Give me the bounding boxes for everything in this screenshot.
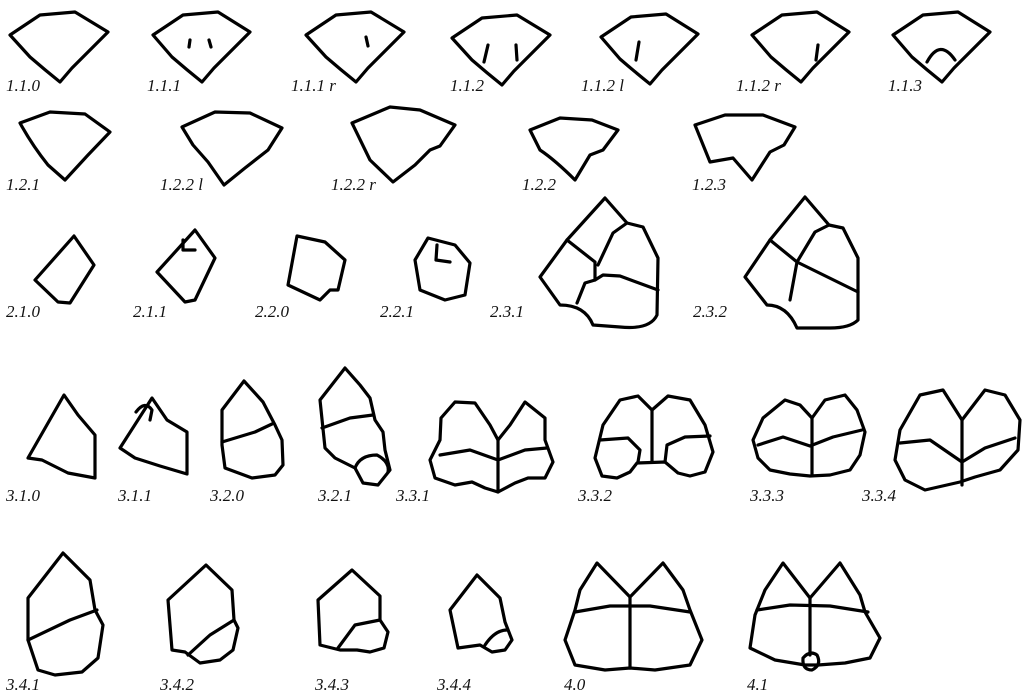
shape-3-2-1 [320,368,390,485]
label-2-3-2: 2.3.2 [693,302,728,321]
label-1-1-2l: 1.1.2 l [581,76,624,95]
label-2-3-1: 2.3.1 [490,302,524,321]
shape-2-2-0 [288,236,345,300]
shape-3-4-2 [168,565,238,663]
shape-3-3-4 [895,390,1020,490]
shape-3-1-1 [120,398,187,474]
label-2-1-0: 2.1.0 [6,302,41,321]
shape-3-4-4 [450,575,512,652]
shape-1-2-2r [352,107,455,182]
shape-1-1-2l [601,14,698,84]
label-1-1-2: 1.1.2 [450,76,485,95]
shape-1-1-1r [306,12,404,82]
label-1-1-2r: 1.1.2 r [736,76,781,95]
label-3-4-1: 3.4.1 [5,675,40,694]
shape-2-2-1 [415,238,470,300]
label-1-1-1r: 1.1.1 r [291,76,336,95]
label-3-1-1: 3.1.1 [117,486,152,505]
label-1-2-1: 1.2.1 [6,175,40,194]
label-3-3-1: 3.3.1 [395,486,430,505]
label-4-0: 4.0 [564,675,586,694]
label-3-3-2: 3.3.2 [577,486,613,505]
label-1-1-1: 1.1.1 [147,76,181,95]
label-3-4-2: 3.4.2 [159,675,195,694]
shape-1-2-3 [695,115,795,180]
shape-3-3-1 [430,402,553,492]
label-3-4-4: 3.4.4 [436,675,472,694]
shape-1-1-0 [10,12,108,82]
shape-1-1-2 [452,15,550,85]
label-1-2-2: 1.2.2 [522,175,557,194]
label-3-3-4: 3.3.4 [861,486,897,505]
label-2-1-1: 2.1.1 [133,302,167,321]
shape-3-4-3 [318,570,388,652]
label-3-2-0: 3.2.0 [209,486,245,505]
shape-1-2-2 [530,118,618,180]
label-3-4-3: 3.4.3 [314,675,349,694]
label-3-3-3: 3.3.3 [749,486,784,505]
shape-3-4-1 [28,553,103,675]
shape-3-1-0 [28,395,95,478]
shape-2-1-1 [157,230,215,302]
label-1-1-0: 1.1.0 [6,76,41,95]
label-1-2-3: 1.2.3 [692,175,726,194]
shape-1-1-1 [153,12,250,82]
label-1-2-2l: 1.2.2 l [160,175,203,194]
label-4-1: 4.1 [747,675,768,694]
shape-4-1 [750,563,880,670]
label-1-1-3: 1.1.3 [888,76,922,95]
shape-2-3-2 [745,197,858,328]
shape-3-2-0 [222,381,283,478]
shape-2-1-0 [35,236,94,303]
label-2-3-x-2-2-1: 2.2.1 [380,302,414,321]
shape-3-3-3 [753,395,865,476]
shape-1-1-3 [893,12,990,82]
label-3-2-1: 3.2.1 [317,486,352,505]
label-3-1-0: 3.1.0 [5,486,41,505]
shape-1-2-1 [20,112,110,180]
shape-4-0 [565,563,702,670]
shape-2-3-1 [540,198,658,328]
label-2-2-0: 2.2.0 [255,302,290,321]
label-1-2-2r: 1.2.2 r [331,175,376,194]
shape-1-1-2r [752,12,849,82]
shape-3-3-2 [595,396,713,478]
